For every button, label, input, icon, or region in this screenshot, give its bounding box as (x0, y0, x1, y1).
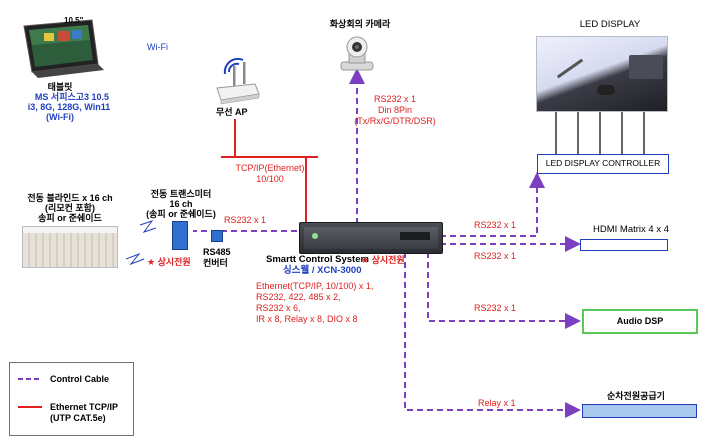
link-hdmi-matrix-label: RS232 x 1 (474, 251, 517, 261)
tablet-model: MS 서피스고3 10.5 (34, 92, 110, 102)
legend: Control Cable Ethernet TCP/IP (UTP CAT.5… (9, 362, 134, 436)
audio-dsp-device: Audio DSP (582, 309, 698, 334)
ptz-camera-icon (340, 36, 374, 71)
blinds-line2: (리모컨 포함) (45, 203, 95, 213)
controller-name: Smartt Control System (266, 254, 369, 265)
camera-link-line2: Din 8Pin (377, 105, 413, 115)
rs485-converter-device (211, 230, 223, 242)
legend-ethernet-label-2: (UTP CAT.5e) (50, 413, 106, 423)
wireless-router-icon (216, 57, 260, 105)
display-puck-icon (597, 85, 615, 95)
wifi-label: Wi-Fi (147, 42, 168, 52)
tablet-wifi-note: (Wi-Fi) (46, 112, 74, 122)
controller-spec-1: Ethernet(TCP/IP, 10/100) x 1, (256, 281, 374, 291)
tablet-size-label: 10.5" (64, 16, 84, 25)
rack-led-indicator (312, 233, 318, 239)
cable-power-sequencer (404, 252, 581, 418)
ethernet-link-line2: 10/100 (256, 174, 284, 184)
hdmi-matrix-label: HDMI Matrix 4 x 4 (593, 224, 670, 235)
led-display-screen (536, 36, 668, 112)
blinds-line1: 전동 블라인드 x 16 ch (27, 193, 113, 203)
led-display-controller: LED DISPLAY CONTROLLER (537, 154, 669, 174)
transmitter-line3: (송피 or 준쉐이드) (146, 209, 216, 219)
laptop-icon (629, 55, 663, 79)
tablet-device (14, 18, 109, 80)
wireless-ap (211, 57, 261, 106)
controller-model: 싱스웰 / XCN-3000 (283, 265, 362, 276)
power-sequencer-label: 순차전원공급기 (607, 391, 665, 401)
tablet-title: 태블릿 (47, 82, 73, 92)
transmitter-device (172, 221, 188, 250)
legend-control-cable-label: Control Cable (50, 374, 110, 384)
hdmi-matrix-device (580, 239, 668, 251)
control-system-rack (299, 222, 443, 254)
link-power-sequencer-label: Relay x 1 (478, 398, 516, 408)
led-display-label: LED DISPLAY (579, 19, 641, 30)
tablet-spec: i3, 8G, 128G, Win11 (27, 102, 111, 112)
controller-spec-4: IR x 8, Relay x 8, DIO x 8 (256, 314, 358, 324)
controller-spec-2: RS232, 422, 485 x 2, (256, 292, 341, 302)
cable-audio-dsp (427, 252, 581, 329)
blinds-line3: 송피 or 준쉐이드 (38, 213, 102, 223)
ptz-camera (337, 34, 377, 72)
rf-signal-1 (139, 220, 157, 233)
transmitter-power-note: ★ 상시전원 (147, 257, 191, 267)
camera-link-line3: (Tx/Rx/G/DTR/DSR) (354, 116, 436, 126)
motorized-blinds-photo (22, 226, 118, 268)
transmitter-line1: 전동 트랜스미터 (150, 189, 212, 199)
power-sequencer-device (582, 404, 697, 418)
tablet-icon (23, 19, 104, 78)
blinds-ceiling (23, 227, 117, 233)
transmitter-line2: 16 ch (169, 199, 193, 209)
rf-signal-2 (125, 252, 145, 266)
led-display-controller-label: LED DISPLAY CONTROLLER (545, 158, 661, 168)
link-audio-dsp-label: RS232 x 1 (474, 303, 517, 313)
legend-swatches (18, 378, 42, 408)
wireless-ap-label: 무선 AP (216, 107, 248, 117)
cable-led-controller (440, 172, 545, 237)
rs232-transmitter-label: RS232 x 1 (224, 215, 267, 225)
rs485-line2: 컨버터 (203, 258, 228, 268)
audio-dsp-label: Audio DSP (616, 316, 664, 326)
link-led-controller-label: RS232 x 1 (474, 220, 517, 230)
camera-link-line1: RS232 x 1 (373, 94, 417, 104)
controller-power-note: ★ 상시전원 (361, 255, 405, 265)
camera-label: 화상회의 카메라 (329, 19, 391, 29)
rs485-line1: RS485 (203, 247, 231, 257)
ethernet-link-line1: TCP/IP(Ethernet) (235, 163, 305, 173)
controller-spec-3: RS232 x 6, (256, 303, 301, 313)
cable-icon (556, 58, 584, 79)
rack-display (400, 232, 430, 240)
legend-ethernet-label-1: Ethernet TCP/IP (50, 402, 119, 412)
